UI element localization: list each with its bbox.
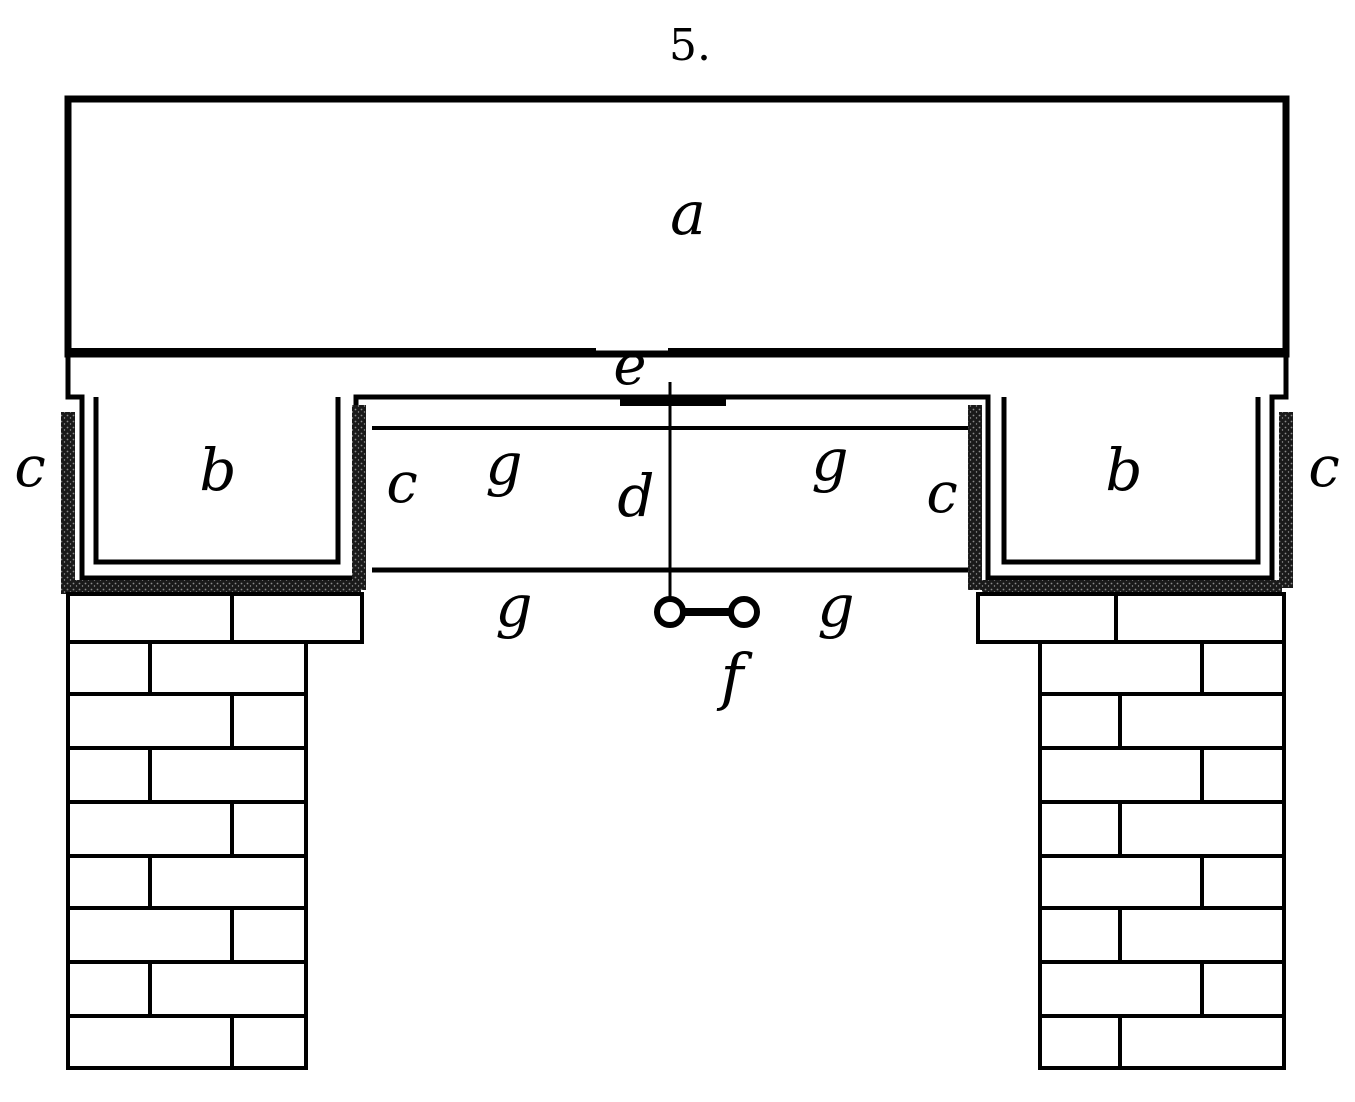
trough-left-inner bbox=[93, 397, 341, 565]
label-g-channel-right: g bbox=[811, 426, 848, 494]
layer-c-right-inner bbox=[968, 405, 982, 590]
label-a: a bbox=[670, 179, 706, 249]
label-g-channel-left: g bbox=[485, 430, 522, 498]
label-d: d bbox=[617, 462, 654, 530]
layer-c-left-base bbox=[61, 580, 361, 594]
link-f bbox=[654, 596, 760, 628]
plate-e bbox=[620, 396, 726, 406]
label-c-far-right: c bbox=[1308, 435, 1339, 500]
layer-c-right-outer bbox=[1279, 412, 1293, 588]
figure-number: 5. bbox=[669, 20, 711, 71]
label-b-right: b bbox=[1105, 436, 1142, 504]
brick-pier-left bbox=[66, 592, 364, 1070]
layer-c-right-base bbox=[982, 580, 1282, 594]
lower-element-outline bbox=[65, 352, 1289, 581]
label-c-inner-right: c bbox=[926, 461, 957, 526]
label-c-inner-left: c bbox=[386, 451, 417, 516]
label-g-below-left: g bbox=[495, 572, 532, 640]
label-b-left: b bbox=[199, 436, 236, 504]
label-g-below-right: g bbox=[817, 572, 854, 640]
label-e: e bbox=[613, 333, 646, 398]
brick-pier-right bbox=[976, 592, 1286, 1070]
label-f: f bbox=[717, 640, 754, 713]
layer-c-left-inner bbox=[352, 405, 366, 590]
label-c-far-left: c bbox=[14, 435, 45, 500]
trough-right-inner bbox=[1001, 397, 1261, 565]
layer-c-left-outer bbox=[61, 412, 75, 588]
